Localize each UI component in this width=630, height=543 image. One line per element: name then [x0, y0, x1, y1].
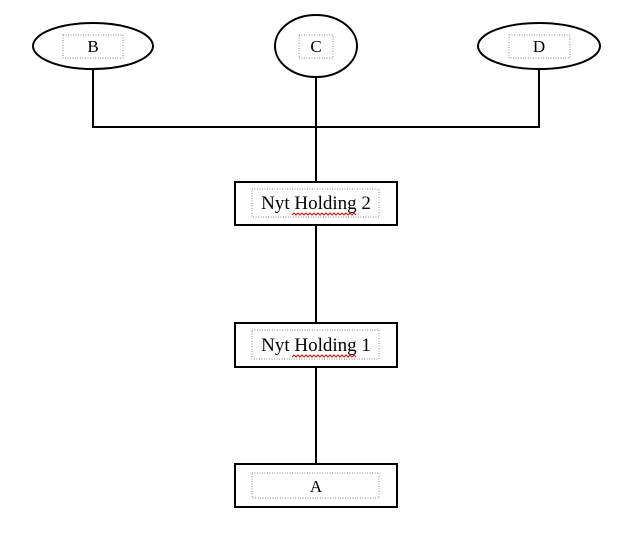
company-a-box	[234, 463, 398, 508]
holding-2-node: Nyt Holding 2	[234, 181, 398, 226]
owner-textbox-c	[298, 34, 334, 59]
owner-label-d: D	[533, 37, 545, 56]
spellcheck-underline-holding-2	[291, 212, 357, 216]
connector-b	[92, 69, 316, 128]
owner-textbox-b	[62, 34, 124, 59]
owner-textbox-d	[508, 34, 571, 59]
company-a-node: A	[234, 463, 398, 508]
holding-2-label: Nyt Holding 2	[261, 193, 371, 214]
holding-2-textbox	[251, 188, 380, 218]
owner-node-c: C	[274, 14, 358, 78]
owner-node-d: D	[477, 22, 601, 70]
connector-d	[316, 69, 540, 128]
holding-1-textbox	[251, 329, 380, 360]
owner-label-b: B	[87, 37, 98, 56]
owner-ellipse-c	[274, 14, 358, 78]
company-a-textbox	[251, 472, 380, 499]
holding-1-node: Nyt Holding 1	[234, 322, 398, 368]
company-a-label: A	[310, 477, 323, 496]
holding-1-label: Nyt Holding 1	[261, 335, 371, 356]
owner-node-b: B	[32, 22, 154, 70]
spellcheck-underline-holding-1	[291, 354, 357, 358]
connectors	[92, 69, 540, 464]
owner-label-c: C	[310, 37, 321, 56]
